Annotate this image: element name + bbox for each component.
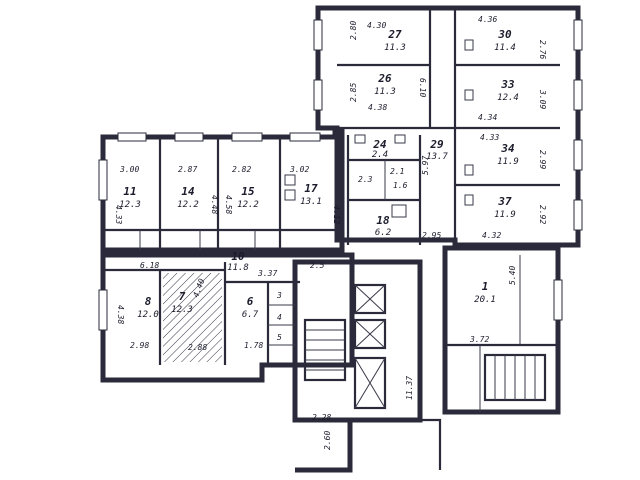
elevator-shafts (353, 283, 387, 410)
dimension: 2.88 (188, 343, 207, 352)
dimension: 4.12 (332, 205, 341, 224)
room-area: 12.3 (171, 305, 193, 315)
dimension: 4.36 (478, 15, 497, 24)
room-number: 15 (241, 185, 255, 198)
fixtures (284, 39, 474, 218)
room-area: 13.7 (426, 152, 448, 162)
room-area: 12.0 (137, 310, 159, 320)
room-area: 11.8 (227, 263, 249, 273)
dimension: 4.48 (210, 195, 219, 214)
partitions (103, 8, 560, 412)
room-area: 12.4 (497, 93, 519, 103)
stairs-center (303, 318, 347, 382)
room-number: 33 (500, 78, 515, 91)
dimension: 2.95 (422, 231, 441, 240)
room-area: 6.2 (375, 228, 391, 238)
room-number: 7 (179, 290, 186, 303)
dimension: 4.38 (116, 305, 125, 324)
dimension: 11.37 (405, 376, 414, 400)
dimension-labels: 3.00 2.87 2.82 3.02 4.33 4.48 4.58 4.12 … (114, 15, 547, 450)
room-area: 12.2 (177, 200, 199, 210)
room-number: 17 (304, 182, 318, 195)
dimension: 6.10 (418, 78, 427, 97)
dimension: 2.92 (538, 205, 547, 224)
room-number: 26 (377, 72, 392, 85)
dimension: 6.18 (140, 261, 159, 270)
small-label: 1.6 (393, 181, 408, 190)
dimension: 2.82 (232, 165, 251, 174)
room-area: 6.7 (242, 310, 259, 320)
dimension: 2.85 (349, 83, 358, 102)
room-area: 11.9 (497, 157, 519, 167)
windows (98, 19, 583, 331)
room-number: 11 (123, 185, 136, 198)
room-area: 12.3 (119, 200, 141, 210)
dimension: 4.34 (478, 113, 497, 122)
room-number: 30 (497, 28, 512, 41)
stairs-right (483, 353, 547, 402)
small-labels: 2.3 2.1 1.6 2.5 3 4 5 (276, 167, 408, 342)
small-label: 2.5 (310, 261, 325, 270)
room-number: 18 (376, 214, 390, 227)
dimension: 3.72 (469, 335, 489, 344)
room-number: 6 (247, 295, 254, 308)
dimension: 1.78 (244, 341, 263, 350)
small-label: 4 (277, 313, 282, 322)
room-number: 10 (231, 250, 245, 263)
dimension: 5.97 (421, 156, 430, 175)
room-area: 11.3 (384, 43, 406, 53)
room-number: 29 (429, 138, 444, 151)
dimension: 4.33 (114, 205, 123, 224)
dimension: 5.40 (508, 266, 517, 285)
small-label: 5 (277, 333, 282, 342)
dimension: 2.76 (538, 40, 547, 59)
dimension: 2.60 (323, 431, 332, 450)
room-number: 24 (372, 138, 387, 151)
room-number: 27 (387, 28, 402, 41)
dimension: 4.38 (368, 103, 387, 112)
dimension: 3.00 (119, 165, 139, 174)
small-label: 2.3 (358, 175, 373, 184)
dimension: 2.80 (349, 21, 358, 40)
room-area: 11.9 (494, 210, 516, 220)
hatched-room-7 (163, 273, 222, 362)
room-area: 12.2 (237, 200, 259, 210)
room-area: 2.4 (372, 150, 388, 160)
room-labels: 11 12.3 14 12.2 15 12.2 17 13.1 8 12.0 7… (119, 28, 519, 320)
room-number: 37 (497, 195, 512, 208)
dimension: 2.99 (538, 150, 547, 169)
small-label: 3 (276, 291, 282, 300)
dimension: 3.09 (538, 89, 547, 109)
room-area: 20.1 (474, 295, 496, 305)
room-area: 11.3 (374, 87, 396, 97)
dimension: 4.32 (482, 231, 501, 240)
dimension: 4.58 (224, 195, 233, 214)
dimension: 2.28 (312, 413, 331, 422)
room-number: 8 (145, 295, 152, 308)
room-area: 11.4 (494, 43, 516, 53)
dimension: 3.37 (257, 269, 277, 278)
room-area: 13.1 (300, 197, 322, 207)
dimension: 2.87 (178, 165, 197, 174)
small-label: 2.1 (390, 167, 404, 176)
dimension: 4.33 (480, 133, 499, 142)
room-number: 1 (482, 280, 489, 293)
dimension: 4.30 (367, 21, 386, 30)
room-number: 34 (500, 142, 515, 155)
dimension: 2.98 (130, 341, 149, 350)
room-number: 14 (181, 185, 195, 198)
dimension: 3.02 (289, 165, 309, 174)
